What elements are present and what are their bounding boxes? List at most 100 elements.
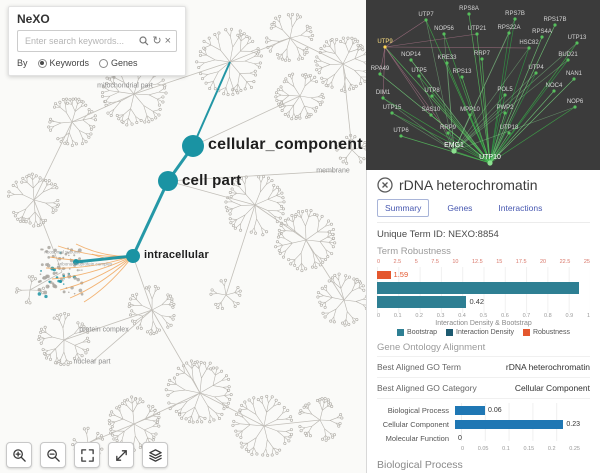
- axis-tick: 0.6: [501, 312, 509, 319]
- radio-keywords[interactable]: Keywords: [37, 58, 90, 68]
- svg-text:UTP21: UTP21: [468, 26, 487, 32]
- axis-tick: 0.05: [477, 446, 489, 452]
- alignment-bar-value: 0: [458, 434, 462, 442]
- tab-genes[interactable]: Genes: [447, 203, 473, 213]
- svg-text:POL5: POL5: [497, 87, 513, 93]
- reset-icon[interactable]: ↻: [152, 34, 162, 47]
- tree-term-label[interactable]: protein complex: [79, 326, 129, 334]
- svg-text:UTP10: UTP10: [479, 154, 501, 161]
- section-go-alignment: Gene Ontology Alignment: [377, 342, 486, 353]
- axis-tick: 17.5: [515, 259, 527, 265]
- section-term-robustness: Term Robustness: [377, 246, 451, 257]
- radio-keywords-control[interactable]: [37, 58, 47, 68]
- ontology-tree-canvas[interactable]: [0, 0, 366, 473]
- zoom-in-button[interactable]: [6, 442, 32, 468]
- svg-text:RPS22A: RPS22A: [497, 25, 520, 31]
- axis-tick: 0.1: [393, 312, 402, 319]
- axis-tick: 2.5: [393, 259, 402, 265]
- fit-screen-icon: [80, 448, 94, 462]
- svg-text:UTP18: UTP18: [500, 125, 519, 131]
- svg-text:RPS4A: RPS4A: [532, 29, 552, 35]
- alignment-bar-track: 0.23: [455, 419, 580, 429]
- details-header: rDNA heterochromatin: [377, 177, 590, 193]
- axis-tick: 0: [377, 259, 381, 265]
- app-title: NeXO: [17, 12, 50, 26]
- axis-caption: Interaction Density & Bootstrap: [435, 320, 532, 327]
- svg-text:UTP4: UTP4: [528, 65, 544, 71]
- by-label: By: [17, 58, 28, 68]
- svg-text:RPS8A: RPS8A: [459, 6, 479, 12]
- tree-node-label-intracellular[interactable]: intracellular: [144, 249, 209, 262]
- svg-text:UTP8: UTP8: [424, 88, 440, 94]
- alignment-bar-value: 0.23: [566, 420, 580, 428]
- search-icon[interactable]: [139, 36, 149, 46]
- details-tabs: Summary Genes Interactions: [377, 199, 590, 223]
- axis-tick: 0.5: [479, 312, 488, 319]
- go-row-label: Best Aligned GO Term: [377, 362, 461, 372]
- svg-text:RPS13: RPS13: [452, 69, 472, 75]
- alignment-bar-track: 0: [455, 434, 580, 443]
- map-toolbar: [6, 442, 168, 468]
- axis-tick: 0.1: [502, 446, 510, 452]
- svg-text:NOP14: NOP14: [401, 52, 421, 58]
- alignment-bar-value: 0.06: [488, 406, 502, 414]
- radio-keywords-label: Keywords: [49, 58, 90, 68]
- alignment-bar: [455, 419, 564, 429]
- fit-selection-icon: [115, 449, 127, 461]
- tab-interactions[interactable]: Interactions: [498, 203, 543, 213]
- close-icon[interactable]: [377, 177, 393, 193]
- layers-icon: [148, 448, 162, 462]
- axis-tick: 0.4: [458, 312, 466, 319]
- tree-node-label-cellular-component[interactable]: cellular_component: [208, 136, 363, 154]
- svg-text:NOP56: NOP56: [434, 26, 454, 32]
- axis-tick: 20: [540, 259, 547, 265]
- svg-text:UTP15: UTP15: [383, 105, 402, 111]
- legend-item: Interaction Density: [446, 329, 514, 336]
- robustness-plot: 1.59 0.42: [377, 266, 590, 313]
- bar-value-label: 0.42: [469, 297, 485, 307]
- legend-item: Robustness: [522, 329, 570, 336]
- svg-text:UTP9: UTP9: [377, 39, 393, 45]
- bar-fill: [377, 281, 580, 294]
- tree-term-label[interactable]: mitochondrial part: [97, 82, 153, 90]
- tree-term-label[interactable]: nuclear part: [73, 358, 111, 366]
- legend-item: Bootstrap: [397, 329, 437, 336]
- search-input[interactable]: [23, 35, 137, 47]
- tab-summary[interactable]: Summary: [377, 199, 430, 217]
- svg-text:BUD21: BUD21: [558, 52, 578, 58]
- axis-tick: 0.15: [523, 446, 535, 452]
- axis-tick: 10: [452, 259, 459, 265]
- zoom-out-icon: [46, 448, 60, 462]
- axis-tick: 0.25: [569, 446, 580, 452]
- zoom-out-button[interactable]: [40, 442, 66, 468]
- svg-text:RPS7B: RPS7B: [505, 11, 525, 17]
- zoom-in-icon: [12, 448, 26, 462]
- term-title: rDNA heterochromatin: [399, 177, 538, 193]
- alignment-bar: [455, 405, 485, 415]
- radio-genes-control[interactable]: [99, 58, 109, 68]
- legend-swatch: [397, 329, 405, 336]
- radio-genes[interactable]: Genes: [99, 58, 138, 68]
- tree-term-label[interactable]: membrane: [316, 167, 350, 175]
- bar-bootstrap: [377, 281, 590, 294]
- axis-tick: 0: [461, 446, 465, 452]
- go-row-value: rDNA heterochromatin: [505, 362, 590, 372]
- fit-screen-button[interactable]: [74, 442, 100, 468]
- clear-search-icon[interactable]: ×: [164, 34, 171, 47]
- bar-value-label: 1.59: [393, 270, 409, 280]
- section-biological-process: Biological Process: [377, 459, 463, 471]
- tree-tiny-label: ribosomal subunit: [44, 249, 80, 255]
- fit-selection-button[interactable]: [108, 442, 134, 468]
- tree-node-label-cell-part[interactable]: cell part: [182, 171, 242, 189]
- svg-text:UTP7: UTP7: [418, 12, 434, 18]
- layers-button[interactable]: [142, 442, 168, 468]
- svg-text:NAN1: NAN1: [566, 71, 583, 77]
